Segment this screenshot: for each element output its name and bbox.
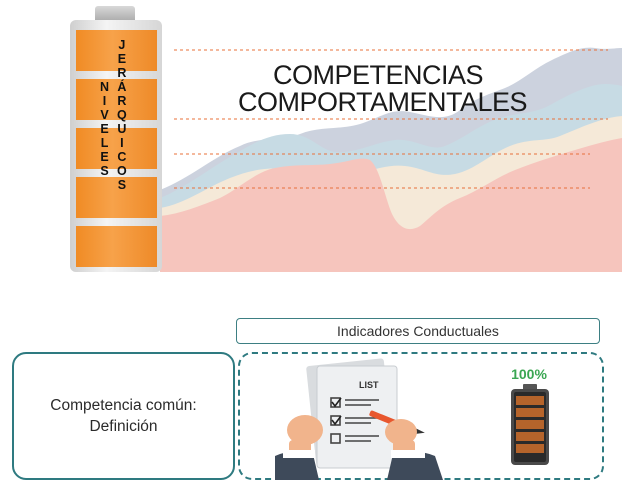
letter: R — [117, 66, 127, 80]
battery-icon — [511, 384, 549, 465]
battery-level-label: 100% — [511, 366, 547, 382]
letter: S — [100, 164, 109, 178]
page-title: COMPETENCIAS COMPORTAMENTALES — [238, 60, 528, 117]
letter: E — [100, 122, 109, 136]
letter: S — [117, 178, 127, 192]
battery-level-bar — [516, 432, 544, 441]
vertical-word-niveles: N I V E L E S — [100, 80, 109, 178]
letter: Á — [117, 80, 127, 94]
battery-cell — [76, 177, 157, 218]
hands-icon — [275, 415, 443, 480]
letter: E — [117, 52, 127, 66]
battery-cell — [76, 79, 157, 120]
letter: O — [117, 164, 127, 178]
battery-level-bar — [516, 420, 544, 429]
battery-cell — [76, 226, 157, 267]
title-line: COMPETENCIAS — [272, 60, 484, 90]
battery-level-bar — [516, 408, 544, 417]
letter: L — [100, 136, 109, 150]
letter: E — [100, 150, 109, 164]
background-area-chart — [160, 47, 622, 272]
list-title: LIST — [359, 380, 379, 390]
definition-line: Competencia común: — [50, 397, 197, 414]
letter: R — [117, 94, 127, 108]
definition-box: Competencia común: Definición — [12, 352, 235, 480]
letter: U — [117, 122, 127, 136]
letter: Q — [117, 108, 127, 122]
letter: J — [118, 38, 126, 52]
battery-cap — [523, 384, 537, 390]
battery-level-bar — [516, 444, 544, 453]
battery-cell — [76, 30, 157, 71]
battery-level-bar — [516, 396, 544, 405]
definition-line: Definición — [89, 418, 158, 435]
indicators-header: Indicadores Conductuales — [236, 318, 600, 344]
letter: N — [100, 80, 110, 94]
letter: V — [100, 108, 109, 122]
vertical-word-jerarquicos: J E R Á R Q U I C O S — [117, 38, 127, 192]
letter: I — [102, 94, 107, 108]
title-line: COMPORTAMENTALES — [238, 87, 528, 117]
battery-cap — [95, 6, 135, 22]
letter: I — [120, 136, 124, 150]
checklist-rows — [330, 397, 379, 444]
area-layer-pink — [160, 138, 622, 272]
checklist-icon: LIST — [275, 358, 443, 480]
letter: C — [117, 150, 127, 164]
battery-cell — [76, 128, 157, 169]
